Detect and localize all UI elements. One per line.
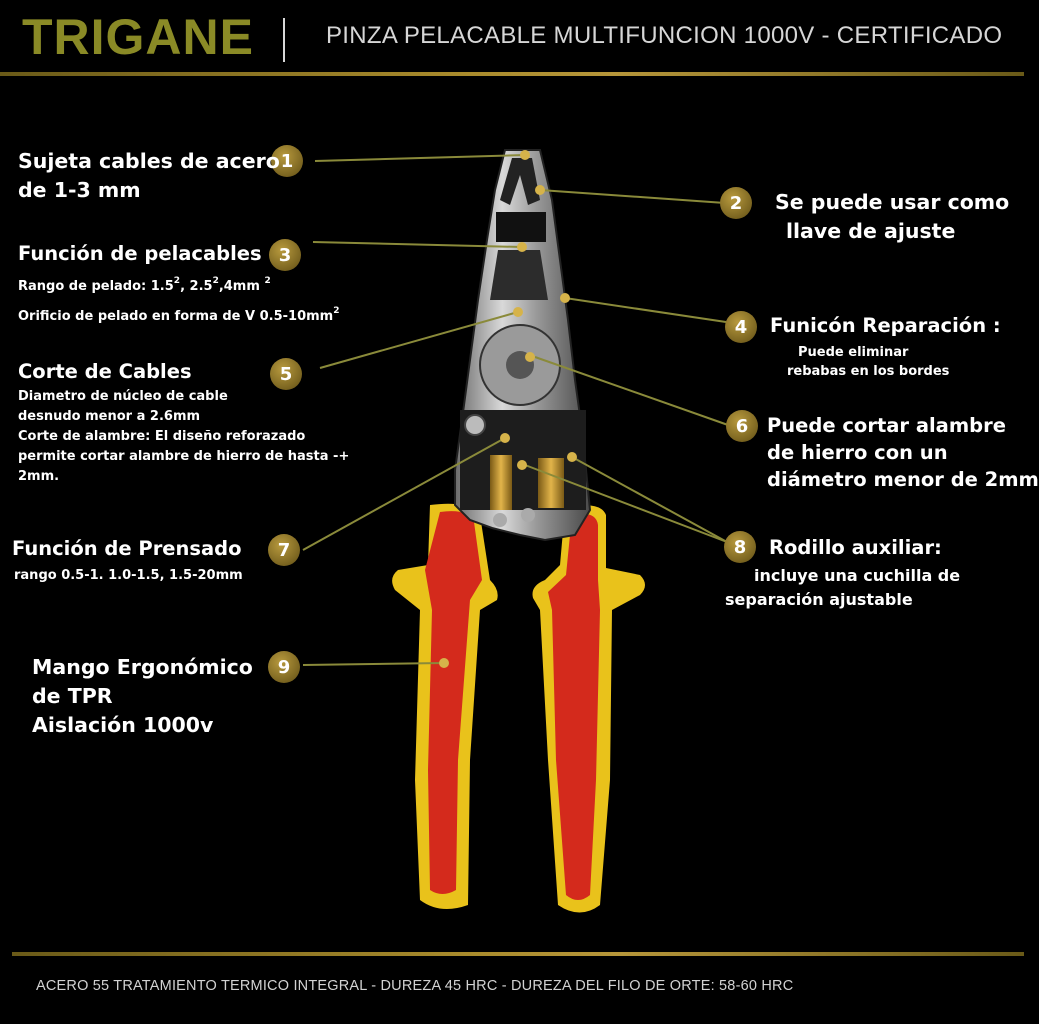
feature-9-title-line3: Aislación 1000v xyxy=(32,713,214,737)
feature-4-badge: 4 xyxy=(725,311,757,343)
feature-8-desc-line2: separación ajustable xyxy=(725,590,913,609)
page-title: PINZA PELACABLE MULTIFUNCION 1000V - CER… xyxy=(326,22,1003,49)
header-rule xyxy=(0,72,1024,76)
steel-head xyxy=(454,149,592,542)
feature-5-desc-line: Diametro de núcleo de cable xyxy=(18,389,228,404)
header-divider xyxy=(283,18,285,62)
feature-2: Se puede usar como llave de ajuste xyxy=(775,188,1009,246)
feature-2-title-line2: llave de ajuste xyxy=(786,219,956,243)
feature-7-title: Función de Prensado xyxy=(12,537,242,560)
feature-4-desc-line2: rebabas en los bordes xyxy=(787,364,950,379)
leader-lines xyxy=(302,154,729,666)
feature-9-badge: 9 xyxy=(268,651,300,683)
feature-5-desc-line: 2mm. xyxy=(18,469,60,484)
feature-3-range: Rango de pelado: 1.52, 2.52,4mm 2 xyxy=(18,276,271,294)
feature-5-desc-line: Corte de alambre: El diseño reforazado xyxy=(18,429,306,444)
feature-5-desc-line: permite cortar alambre de hierro de hast… xyxy=(18,449,350,464)
footer-specs: ACERO 55 TRATAMIENTO TERMICO INTEGRAL - … xyxy=(36,978,794,994)
feature-5: Corte de Cables Diametro de núcleo de ca… xyxy=(18,360,349,487)
feature-5-badge: 5 xyxy=(270,358,302,390)
feature-6-title-line3: diámetro menor de 2mm xyxy=(767,468,1039,491)
feature-3-title: Función de pelacables xyxy=(18,242,262,265)
feature-5-title: Corte de Cables xyxy=(18,360,192,383)
feature-3-badge: 3 xyxy=(269,239,301,271)
feature-4-title: Funicón Reparación : xyxy=(770,314,1001,337)
footer-rule xyxy=(12,952,1024,956)
feature-9: Mango Ergonómico de TPR Aislación 1000v xyxy=(32,653,253,740)
leader-dots xyxy=(439,150,577,668)
feature-1: Sujeta cables de acero de 1-3 mm xyxy=(18,147,280,205)
feature-7: Función de Prensado rango 0.5-1. 1.0-1.5… xyxy=(12,537,243,586)
feature-2-badge: 2 xyxy=(720,187,752,219)
feature-8-title: Rodillo auxiliar: xyxy=(769,536,942,559)
feature-6: Puede cortar alambre de hierro con un di… xyxy=(767,412,1039,493)
feature-2-title-line1: Se puede usar como xyxy=(775,190,1010,214)
feature-7-desc: rango 0.5-1. 1.0-1.5, 1.5-20mm xyxy=(14,568,243,583)
feature-7-badge: 7 xyxy=(268,534,300,566)
right-handle xyxy=(532,505,645,913)
feature-3-orifice: Orificio de pelado en forma de V 0.5-10m… xyxy=(18,306,340,324)
brand-logo: TRIGANE xyxy=(22,9,254,65)
feature-8-desc-line1: incluye una cuchilla de xyxy=(754,566,961,585)
feature-1-badge: 1 xyxy=(271,145,303,177)
feature-6-badge: 6 xyxy=(726,410,758,442)
feature-6-title-line1: Puede cortar alambre xyxy=(767,414,1006,437)
feature-4: Funicón Reparación : xyxy=(770,314,1001,337)
feature-6-title-line2: de hierro con un xyxy=(767,441,948,464)
feature-9-title-line2: de TPR xyxy=(32,684,113,708)
feature-3: Función de pelacables Rango de pelado: 1… xyxy=(18,242,339,327)
feature-1-title-line2: de 1-3 mm xyxy=(18,178,141,202)
feature-8-badge: 8 xyxy=(724,531,756,563)
feature-1-title-line1: Sujeta cables de acero xyxy=(18,149,280,173)
feature-5-desc-line: desnudo menor a 2.6mm xyxy=(18,409,201,424)
left-handle xyxy=(392,503,498,909)
feature-4-desc-line1: Puede eliminar xyxy=(798,345,909,360)
feature-9-title-line1: Mango Ergonómico xyxy=(32,655,253,679)
